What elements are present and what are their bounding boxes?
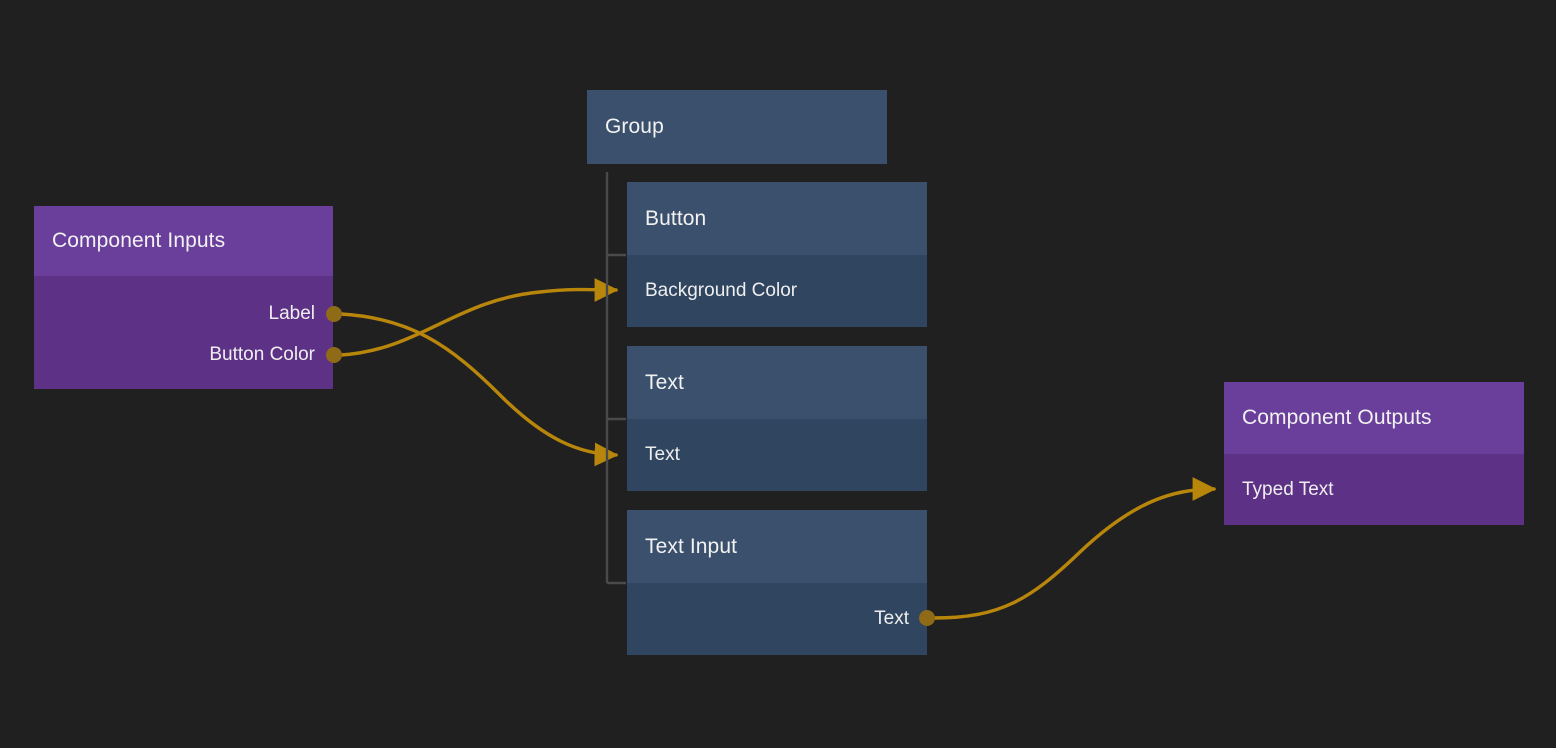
node-component-outputs-header: Component Outputs: [1224, 382, 1524, 454]
node-text-header: Text: [627, 346, 927, 419]
node-button-body: Background Color: [627, 255, 927, 327]
node-group-header: Group: [587, 90, 887, 164]
port-row-label[interactable]: Label: [34, 293, 333, 334]
node-text-input-title: Text Input: [645, 534, 738, 558]
node-text-body: Text: [627, 419, 927, 491]
node-component-inputs-title: Component Inputs: [52, 229, 226, 252]
node-text-title: Text: [645, 370, 684, 394]
port-dot-text-out[interactable]: [919, 610, 935, 626]
port-label-typed-text: Typed Text: [1242, 478, 1334, 500]
node-component-inputs-body: Label Button Color: [34, 276, 333, 389]
node-button[interactable]: Button Background Color: [627, 182, 927, 327]
node-component-outputs-body: Typed Text: [1224, 454, 1524, 525]
edge-typed-text: [932, 477, 1217, 620]
node-component-outputs[interactable]: Component Outputs Typed Text: [1224, 382, 1524, 525]
port-dot-label[interactable]: [326, 306, 342, 322]
node-component-outputs-title: Component Outputs: [1242, 406, 1432, 429]
port-label-label: Label: [268, 302, 316, 324]
edge-button-color-to-background-color: [339, 278, 619, 357]
port-row-text-in[interactable]: Text: [627, 419, 927, 491]
port-dot-button-color[interactable]: [326, 347, 342, 363]
node-text-input[interactable]: Text Input Text: [627, 510, 927, 655]
port-row-background-color[interactable]: Background Color: [627, 255, 927, 327]
port-label-text-out: Text: [874, 608, 909, 629]
port-label-background-color: Background Color: [645, 280, 798, 301]
node-component-inputs-header: Component Inputs: [34, 206, 333, 276]
node-text-input-body: Text: [627, 583, 927, 655]
node-text-input-header: Text Input: [627, 510, 927, 583]
node-component-inputs[interactable]: Component Inputs Label Button Color: [34, 206, 333, 389]
node-button-title: Button: [645, 206, 707, 230]
port-label-text-in: Text: [645, 444, 680, 465]
port-row-text-out[interactable]: Text: [627, 583, 927, 655]
port-row-button-color[interactable]: Button Color: [34, 334, 333, 375]
port-row-typed-text[interactable]: Typed Text: [1224, 454, 1524, 525]
node-group-title: Group: [605, 115, 664, 138]
node-text[interactable]: Text Text: [627, 346, 927, 491]
port-label-button-color: Button Color: [209, 343, 315, 365]
node-button-header: Button: [627, 182, 927, 255]
node-group[interactable]: Group: [587, 90, 887, 164]
edge-label-to-text: [339, 312, 619, 467]
